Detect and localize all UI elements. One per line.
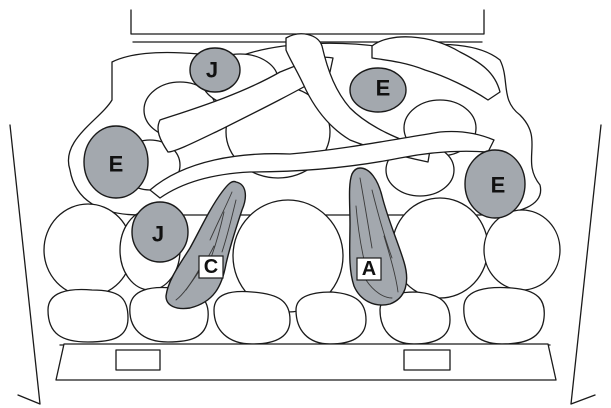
part-j1-label: J: [206, 58, 218, 83]
part-j2-label: J: [152, 222, 164, 247]
part-c-label: C: [204, 256, 218, 278]
pebble: [44, 204, 132, 296]
part-e1-label: E: [109, 152, 124, 177]
stone: [214, 292, 290, 344]
part-j1: J: [190, 48, 240, 92]
pebble: [484, 210, 560, 290]
part-e1: E: [84, 126, 148, 198]
part-e3-label: E: [491, 173, 506, 198]
part-e2-label: E: [376, 76, 391, 101]
part-e2: E: [350, 68, 406, 112]
stone: [48, 290, 128, 342]
part-a-label: A: [362, 258, 376, 280]
part-e3: E: [465, 150, 525, 218]
stone: [296, 292, 366, 344]
stone: [464, 288, 544, 344]
part-j2: J: [132, 202, 188, 262]
